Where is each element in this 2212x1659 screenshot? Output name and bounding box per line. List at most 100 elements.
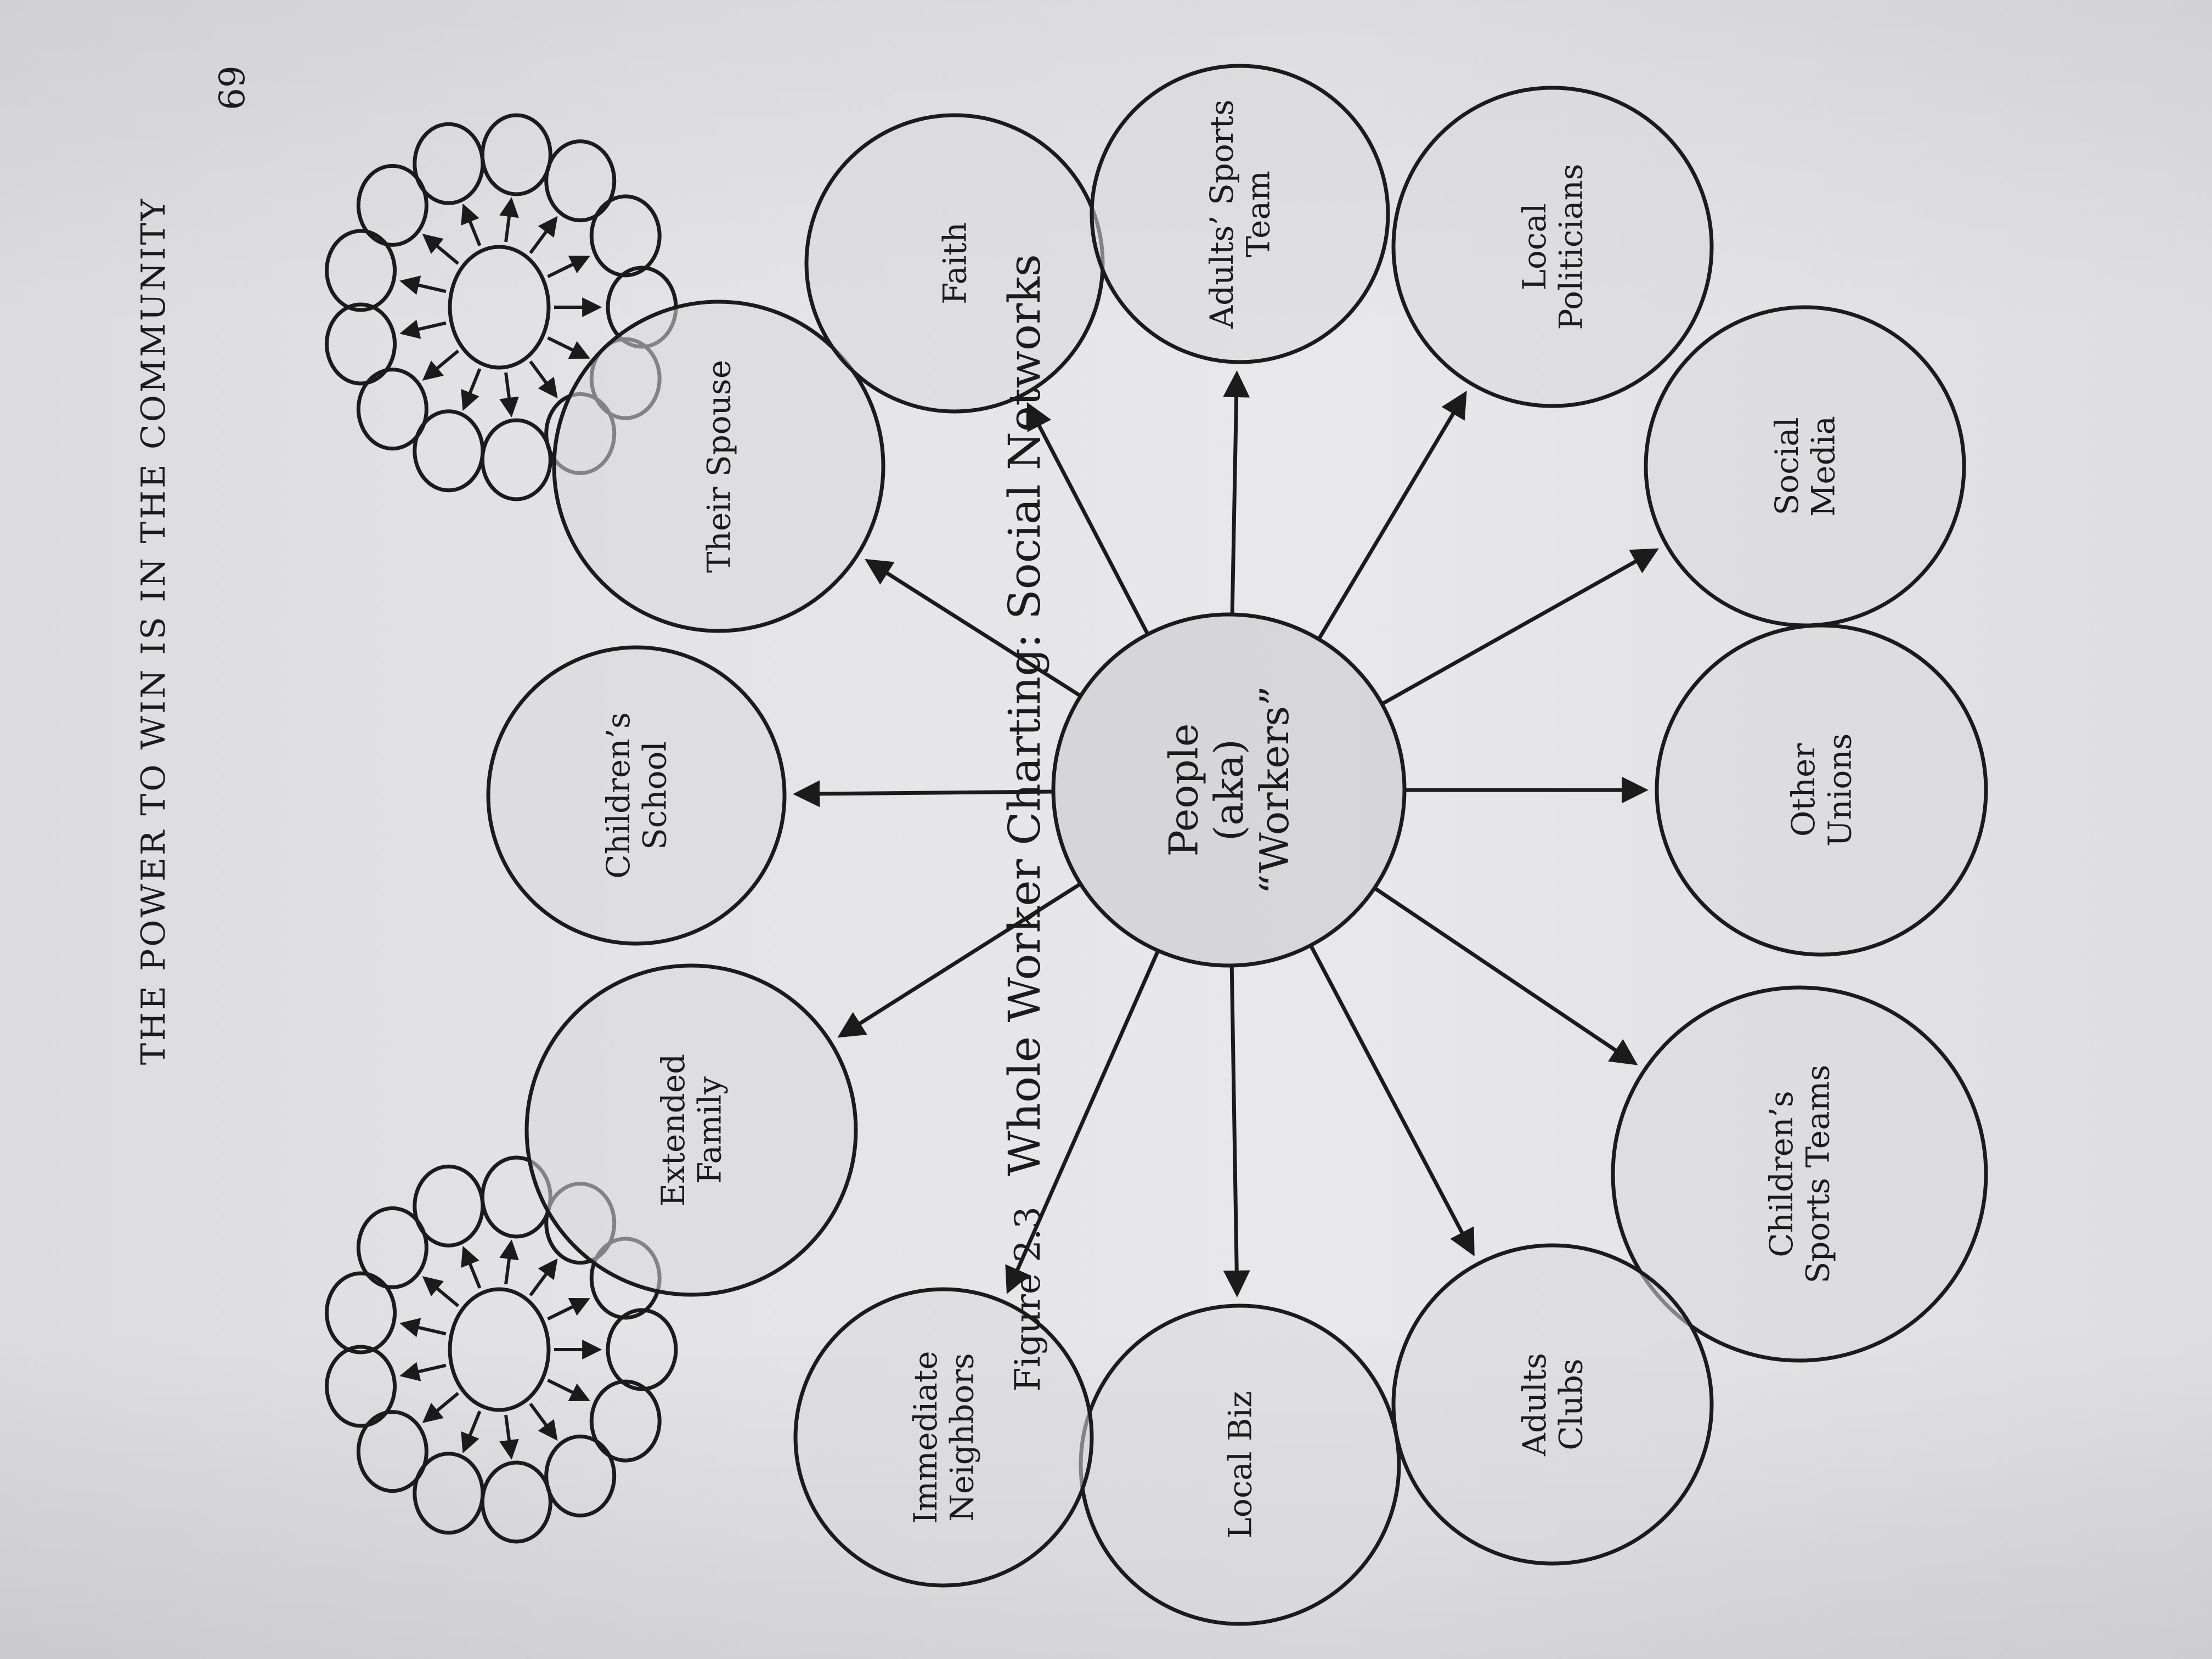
node-their-spouse-label-line: Their Spouse — [700, 360, 737, 573]
flower-arrow — [529, 216, 558, 255]
flower-petal-circle — [325, 229, 397, 312]
node-adults-clubs-label: AdultsClubs — [1516, 1353, 1590, 1457]
flower-arrow — [422, 1392, 460, 1423]
node-other-unions-label: OtherUnions — [1785, 733, 1859, 847]
node-faith: Faith — [804, 113, 1105, 414]
flower-petal-circle — [325, 1345, 397, 1428]
node-center-people-label-line: People — [1160, 724, 1206, 857]
flower-arrow — [547, 1379, 590, 1402]
flower-petal-circle — [413, 1452, 485, 1535]
node-other-unions-circle — [1655, 623, 1988, 957]
node-local-politicians-circle — [1391, 86, 1714, 408]
flower-petal-circle — [606, 1308, 678, 1391]
node-adults-sports-team-circle — [1090, 64, 1390, 364]
running-title: THE POWER TO WIN IS IN THE COMMUNITY — [134, 197, 173, 1065]
arrow-to-local-biz — [1223, 965, 1250, 1297]
node-childrens-sports-teams-circle — [1611, 985, 1988, 1363]
flower-petal-circle — [325, 1271, 397, 1355]
arrow-to-extended-family — [837, 882, 1082, 1038]
node-faith-label: Faith — [936, 222, 973, 304]
node-extended-family-label-line: Extended — [654, 1054, 692, 1207]
node-center-people-circle — [1051, 612, 1407, 968]
arrow-to-social-media — [1381, 548, 1659, 706]
node-faith-label-line: Faith — [936, 222, 973, 304]
flower-petal-circle — [413, 122, 485, 205]
node-local-biz-label-line: Local Biz — [1221, 1391, 1259, 1538]
node-their-spouse: Their Spouse — [552, 300, 885, 633]
flower-petal-circle — [480, 1460, 552, 1544]
flower-arrow — [422, 349, 460, 381]
flower-center-circle — [448, 1287, 551, 1412]
arrow-to-immediate-neighbors — [1005, 950, 1160, 1295]
node-childrens-school: Children’sSchool — [486, 645, 787, 946]
node-center-people-label-line: “Workers” — [1251, 686, 1297, 894]
flower-arrow — [422, 1276, 460, 1307]
node-extended-family-label: ExtendedFamily — [654, 1054, 729, 1207]
node-social-media-label: SocialMedia — [1768, 416, 1842, 517]
flower-petal-circle — [589, 1379, 662, 1463]
node-local-biz-label: Local Biz — [1221, 1391, 1259, 1538]
arrow-to-childrens-school — [793, 780, 1054, 808]
node-childrens-sports-teams-label-line: Sports Teams — [1799, 1065, 1837, 1284]
caption-text: Figure 2.3 Whole Worker Charting: Social… — [999, 254, 1050, 1392]
flower-petal-circle — [544, 1434, 617, 1517]
flower-arrow — [399, 1318, 447, 1338]
flower-petal-circle — [325, 302, 397, 386]
node-immediate-neighbors: ImmediateNeighbors — [793, 1287, 1094, 1588]
node-adults-sports-team-label: Adults’ SportsTeam — [1203, 99, 1277, 329]
node-social-media-label-line: Social — [1768, 417, 1805, 516]
flower-arrow — [499, 1414, 519, 1460]
node-extended-family-circle — [524, 963, 858, 1297]
page-number: 69 — [212, 65, 253, 110]
flower-network-motif-left — [325, 1155, 678, 1544]
flower-petal-circle — [356, 368, 428, 451]
node-immediate-neighbors-circle — [793, 1287, 1094, 1588]
figure-title: Whole Worker Charting: Social Networks — [999, 254, 1050, 1176]
flower-petal-circle — [356, 163, 428, 247]
node-adults-sports-team-label-line: Adults’ Sports — [1203, 99, 1240, 329]
node-childrens-sports-teams: Children’sSports Teams — [1611, 985, 1988, 1363]
node-local-politicians-label-line: Politicians — [1553, 163, 1590, 330]
node-center-people-label: People(aka)“Workers” — [1160, 686, 1297, 894]
flower-petal-circle — [480, 113, 552, 196]
node-adults-clubs-label-line: Adults — [1516, 1353, 1553, 1457]
flower-arrow — [461, 1410, 482, 1454]
flower-arrow — [529, 360, 558, 399]
node-adults-clubs-label-line: Clubs — [1553, 1358, 1590, 1450]
flower-arrow — [547, 1297, 590, 1321]
flower-arrow — [399, 319, 447, 339]
node-adults-sports-team: Adults’ SportsTeam — [1090, 64, 1390, 364]
flower-petal-circle — [413, 409, 485, 493]
node-their-spouse-label: Their Spouse — [700, 360, 737, 573]
node-childrens-sports-teams-label-line: Children’s — [1763, 1091, 1800, 1257]
node-center-people-label-line: (aka) — [1206, 739, 1252, 841]
node-childrens-school-label-line: School — [636, 741, 674, 850]
flower-arrow — [399, 275, 447, 295]
flower-center-circle — [448, 245, 551, 370]
flower-petal-circle — [589, 194, 662, 278]
node-local-politicians-label-line: Local — [1516, 203, 1553, 290]
node-local-politicians-label: LocalPoliticians — [1516, 163, 1590, 330]
flower-arrow — [461, 1245, 482, 1289]
flower-arrow — [529, 1258, 558, 1297]
node-other-unions-label-line: Other — [1785, 743, 1822, 837]
node-other-unions: OtherUnions — [1655, 623, 1988, 957]
node-center-people: People(aka)“Workers” — [1051, 612, 1407, 968]
node-local-biz: Local Biz — [1079, 1304, 1401, 1626]
node-adults-clubs: AdultsClubs — [1391, 1243, 1714, 1566]
figure-caption: Figure 2.3 Whole Worker Charting: Social… — [999, 254, 1050, 1392]
flower-petal-circle — [356, 1410, 428, 1493]
flower-arrow — [499, 372, 519, 417]
node-immediate-neighbors-label-line: Neighbors — [944, 1353, 981, 1522]
flower-petal-circle — [356, 1206, 428, 1289]
running-header: THE POWER TO WIN IS IN THE COMMUNITY — [134, 197, 173, 1065]
node-adults-clubs-circle — [1391, 1243, 1714, 1566]
flower-arrow — [547, 336, 590, 359]
flower-arrow — [499, 197, 519, 242]
node-local-politicians: LocalPoliticians — [1391, 86, 1714, 408]
node-other-unions-label-line: Unions — [1821, 733, 1859, 847]
flower-arrow — [422, 234, 460, 265]
flower-arrow — [547, 255, 590, 278]
